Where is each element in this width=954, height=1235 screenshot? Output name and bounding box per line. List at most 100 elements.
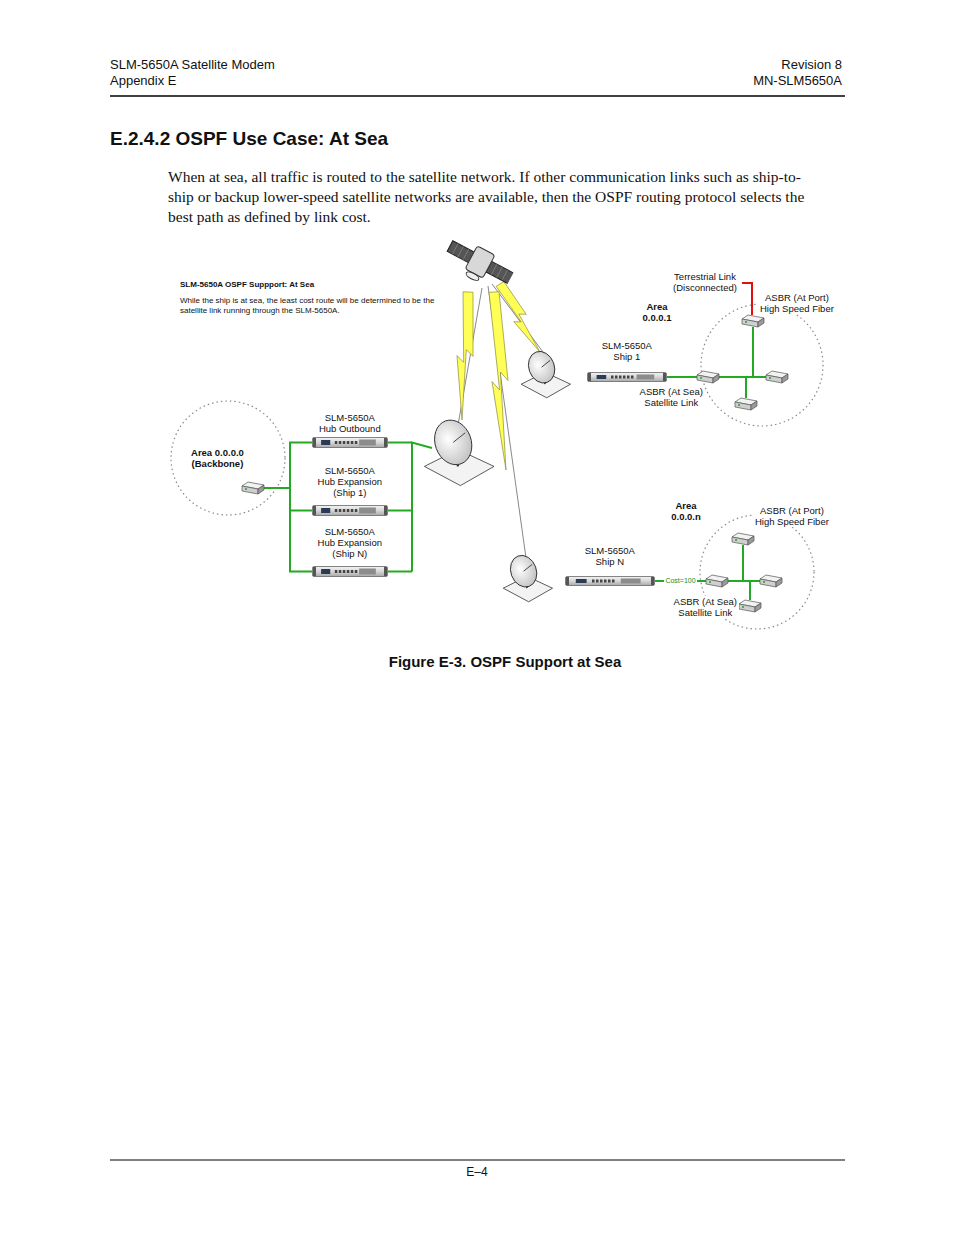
- header-rule: [110, 95, 845, 97]
- modem-handle: [313, 438, 316, 447]
- modem-key: [351, 570, 354, 573]
- modem-key: [355, 570, 358, 573]
- panel-cell: [452, 244, 458, 255]
- modem-chassis: [313, 506, 388, 516]
- router-side: [722, 578, 728, 587]
- rf-path: [458, 288, 482, 425]
- modem-key: [612, 580, 615, 583]
- bus-wire: [412, 443, 432, 572]
- area-label: Area 0.0.0.n: [667, 500, 705, 522]
- panel-cell: [507, 273, 513, 284]
- dish-antenna: [521, 348, 570, 398]
- modem-chassis: [313, 567, 388, 577]
- modem-key: [335, 509, 338, 512]
- body-paragraph: When at sea, all traffic is routed to th…: [168, 167, 823, 227]
- modem-handle: [651, 577, 654, 585]
- modem-key: [351, 441, 354, 444]
- modem-handle: [384, 567, 387, 576]
- modem-device: SLM-5650A Ship 1: [587, 372, 667, 382]
- satellite-link-bolt: [489, 292, 508, 470]
- router-front: [760, 579, 776, 587]
- green-wires: [264, 377, 766, 600]
- bus-wire: [388, 442, 412, 444]
- panel-cell: [502, 270, 508, 281]
- asbr-router: ASBR (At Sea) Satellite Link: [697, 371, 719, 383]
- device-label: SLM-5650A Hub Expansion (Ship N): [317, 526, 383, 559]
- page-number: E–4: [427, 1165, 527, 1179]
- lan-wire: [753, 376, 766, 378]
- modem-device: SLM-5650A Hub Outbound: [312, 437, 388, 448]
- lan-wire: [745, 377, 747, 398]
- network-link: [667, 376, 697, 378]
- modem-key: [351, 509, 354, 512]
- modem-key: [592, 580, 595, 583]
- router-led: [763, 581, 765, 583]
- router-led: [738, 404, 740, 406]
- satellite: [441, 235, 516, 295]
- router-side: [713, 374, 719, 383]
- modem-outline: [312, 505, 388, 516]
- modem-panel: [637, 375, 655, 380]
- dish-reflector: [524, 348, 559, 387]
- modem-key: [608, 580, 611, 583]
- device-label: ASBR (At Sea) Satellite Link: [638, 386, 705, 408]
- asbr-router: ASBR (At Sea) Satellite Link: [706, 575, 728, 587]
- modem-key: [339, 509, 342, 512]
- modem-display: [321, 569, 330, 574]
- router-side: [751, 401, 757, 410]
- device-label: ASBR (At Sea) Satellite Link: [672, 596, 739, 618]
- modem-outline: [312, 566, 388, 577]
- modem-device: SLM-5650A Hub Expansion (Ship N): [312, 566, 388, 577]
- router-led: [700, 377, 702, 379]
- router-led: [735, 539, 737, 541]
- modem-key: [335, 441, 338, 444]
- modem-key: [339, 570, 342, 573]
- modem-panel: [621, 579, 641, 584]
- footer-rule: [110, 1160, 845, 1161]
- dish-feed: [453, 433, 465, 443]
- device-label: ASBR (At Port) High Speed Fiber: [752, 505, 832, 527]
- equipment-art: [242, 235, 788, 612]
- modem-chassis: [566, 577, 655, 586]
- dish-reflector: [506, 552, 541, 591]
- lan-wire: [749, 581, 751, 600]
- ospf-area: Area 0.0.0.nASBR (At Port) High Speed Fi…: [699, 514, 815, 630]
- modem-key: [343, 509, 346, 512]
- area-boundary: [171, 401, 285, 515]
- modem-panel: [359, 440, 376, 446]
- asbr-router: ASBR (At Port) High Speed Fiber: [742, 315, 764, 327]
- modem-key: [627, 376, 630, 379]
- modem-key: [600, 580, 603, 583]
- dish-reflector: [428, 415, 477, 470]
- network-link: [719, 327, 753, 377]
- dish-feed: [524, 564, 533, 571]
- router-icon: [766, 371, 788, 383]
- router-front: [739, 604, 755, 612]
- link-cost: Cost=100: [664, 577, 696, 585]
- panel-cell: [463, 249, 469, 260]
- router-side: [258, 485, 264, 494]
- panel-cell: [497, 267, 503, 278]
- router-front: [766, 375, 782, 383]
- note-heading: SLM-5650A OSPF Suppport: At Sea: [180, 280, 442, 290]
- router-icon: [742, 315, 764, 327]
- network-link: [276, 488, 312, 511]
- lan-wire: [743, 580, 760, 582]
- note-text: While the ship is at sea, the least cost…: [180, 296, 442, 316]
- modem-key: [335, 570, 338, 573]
- panel-cell: [458, 246, 464, 257]
- modem-key: [619, 376, 622, 379]
- modem-handle: [313, 506, 316, 515]
- device-label: SLM-5650A Hub Outbound: [317, 412, 383, 434]
- router-front: [242, 486, 258, 494]
- router-led: [245, 488, 247, 490]
- terrestrial-link: [742, 283, 752, 315]
- modem-outline: [587, 372, 667, 382]
- modem-handle: [384, 438, 387, 447]
- router-icon: [697, 371, 719, 383]
- router-side: [748, 536, 754, 545]
- modem-panel: [359, 569, 376, 575]
- router-icon: [735, 398, 757, 410]
- modem-handle: [663, 373, 666, 381]
